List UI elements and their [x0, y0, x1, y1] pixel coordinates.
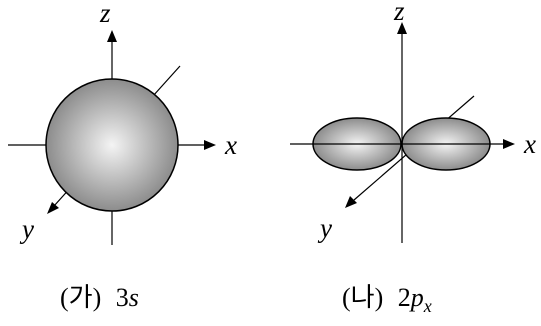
orbital-3s-sphere: [45, 78, 179, 212]
x-axis-label-3s: x: [224, 130, 237, 160]
caption-letter-2px: p: [409, 283, 424, 312]
y-arrowhead-2px: [345, 196, 357, 208]
y-axis-label-3s: y: [19, 214, 34, 244]
x-arrowhead-2px: [503, 139, 515, 149]
caption-prefix-3s: (가): [60, 283, 101, 312]
caption-subscript-2px: x: [423, 296, 432, 316]
y-axis-label-2px: y: [317, 213, 332, 243]
caption-letter-3s: s: [129, 283, 139, 312]
caption-number-3s: 3: [116, 283, 129, 312]
x-arrowhead-3s: [204, 140, 216, 150]
z-arrowhead-3s: [107, 30, 117, 42]
caption-2px: (나) 2px: [342, 283, 432, 316]
y-arrowhead-3s: [47, 202, 59, 214]
z-arrowhead-2px: [397, 22, 407, 34]
x-axis-label-2px: x: [523, 129, 536, 159]
caption-prefix-2px: (나): [342, 283, 383, 312]
caption-3s: (가) 3s: [60, 283, 139, 312]
z-axis-label-3s: z: [99, 0, 111, 28]
panel-3s: z x y (가) 3s: [8, 0, 237, 312]
panel-2px: z x y (나) 2px: [290, 0, 536, 316]
z-axis-label-2px: z: [393, 0, 405, 26]
caption-number-2px: 2: [398, 283, 411, 312]
